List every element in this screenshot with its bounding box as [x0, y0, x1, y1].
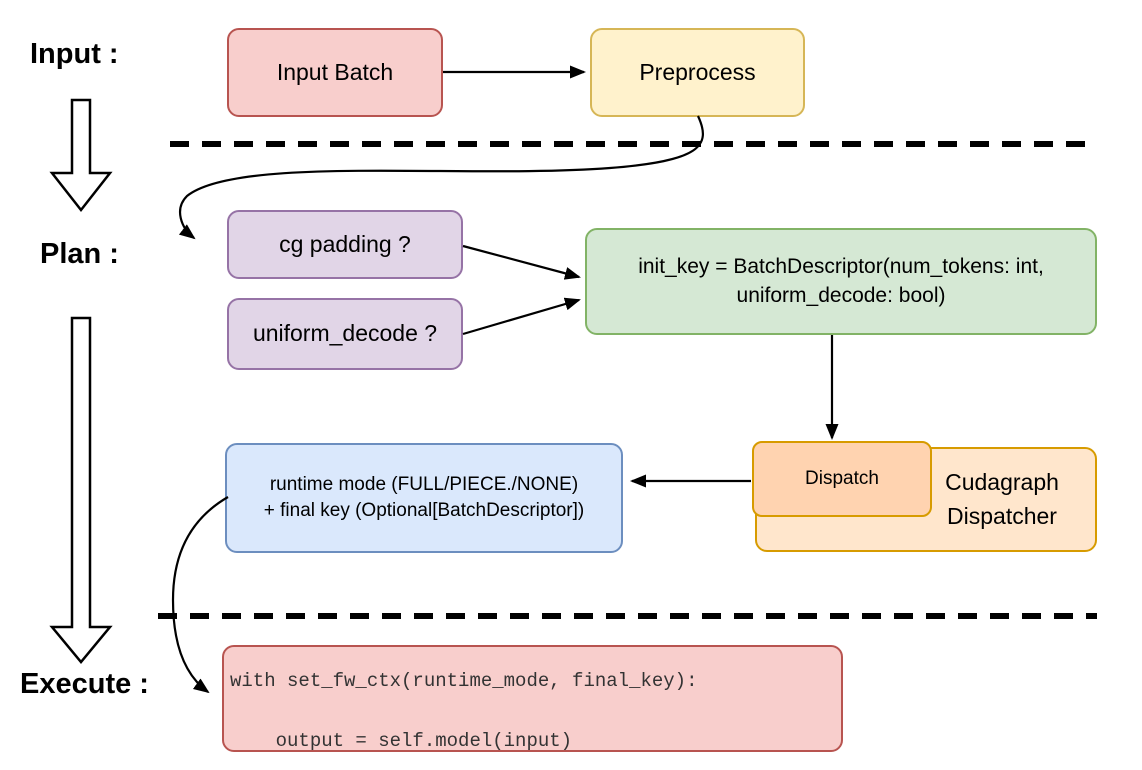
preprocess-label: Preprocess: [639, 58, 756, 85]
dispatch-label: Dispatch: [805, 468, 879, 490]
runtime-mode-line1: runtime mode (FULL/PIECE./NONE): [269, 474, 579, 496]
runtime-mode-line2: + final key (Optional[BatchDescriptor]): [263, 500, 585, 521]
input-stage-arrow-icon: [49, 98, 113, 213]
node-preprocess: Preprocess: [590, 28, 805, 117]
execute-code-line1: with set_fw_ctx(runtime_mode, final_key)…: [230, 670, 698, 692]
node-cg-padding: cg padding ?: [227, 210, 463, 279]
node-input-batch: Input Batch: [227, 28, 443, 117]
arrow-uniform-decode-to-init-key: [462, 297, 581, 336]
init-key-line1: init_key = BatchDescriptor(num_tokens: i…: [638, 255, 1044, 279]
node-init-key: init_key = BatchDescriptor(num_tokens: i…: [585, 228, 1097, 335]
curve-runtime-mode-to-execute-code: [171, 496, 229, 694]
node-dispatch: Dispatch: [752, 441, 932, 517]
init-key-line2: uniform_decode: bool): [736, 283, 946, 307]
plan-stage-arrow-icon: [49, 316, 113, 664]
arrow-cg-padding-to-init-key: [462, 244, 581, 280]
uniform-decode-label: uniform_decode ?: [252, 320, 438, 347]
cudagraph-dispatcher-label: Cudagraph Dispatcher: [945, 469, 1059, 529]
cg-padding-label: cg padding ?: [279, 230, 411, 257]
input-batch-label: Input Batch: [276, 58, 394, 85]
node-runtime-mode: runtime mode (FULL/PIECE./NONE) + final …: [225, 443, 623, 553]
node-uniform-decode: uniform_decode ?: [227, 298, 463, 370]
node-execute-code: with set_fw_ctx(runtime_mode, final_key)…: [222, 645, 843, 752]
stage-label-input: Input :: [30, 38, 119, 70]
stage-label-plan: Plan :: [40, 238, 119, 270]
execute-code-line2: output = self.model(input): [230, 730, 573, 752]
stage-label-execute: Execute :: [20, 668, 149, 700]
